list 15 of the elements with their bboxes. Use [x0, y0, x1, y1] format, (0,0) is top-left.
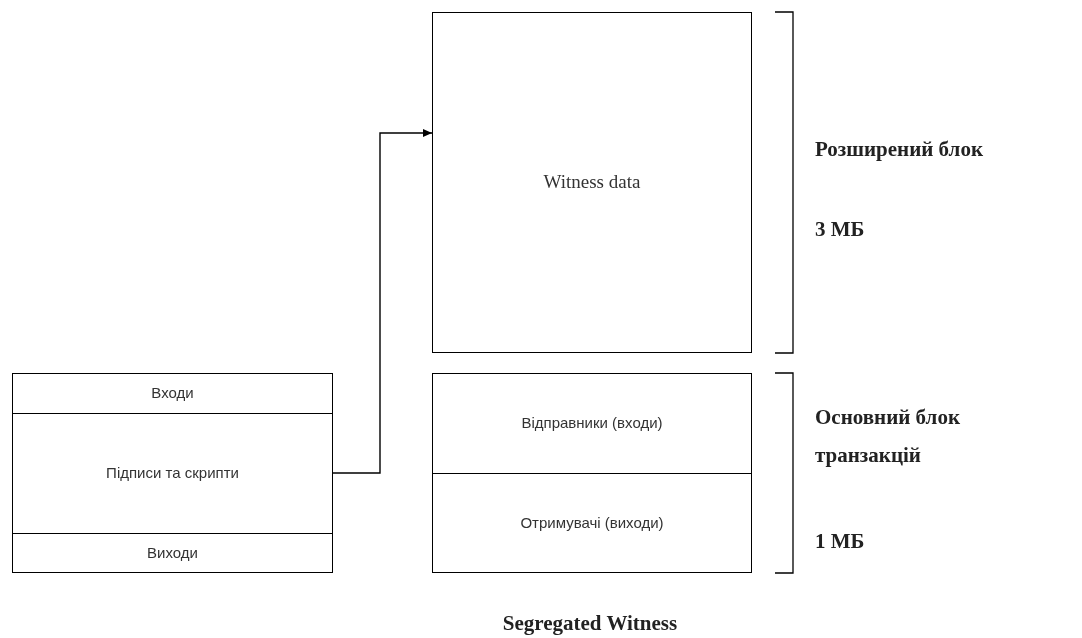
node-text: Відправники (входи) [521, 412, 663, 433]
node-text: Виходи [147, 543, 198, 564]
node-text: Підписи та скрипти [106, 463, 239, 484]
node-text: Отримувачі (виходи) [520, 513, 664, 534]
node-text: Witness data [543, 170, 641, 195]
size-label: Основний блок транзакцій [815, 404, 961, 469]
caption: Segregated Witness [502, 610, 678, 637]
block-box [12, 373, 333, 573]
size-label: Розширений блок [815, 136, 984, 163]
data-box [432, 12, 752, 353]
node-text: Входи [151, 382, 194, 403]
arrow [332, 129, 433, 474]
block-box [432, 373, 752, 573]
size-label: 3 МБ [815, 216, 866, 243]
size-label: 1 МБ [815, 528, 866, 555]
